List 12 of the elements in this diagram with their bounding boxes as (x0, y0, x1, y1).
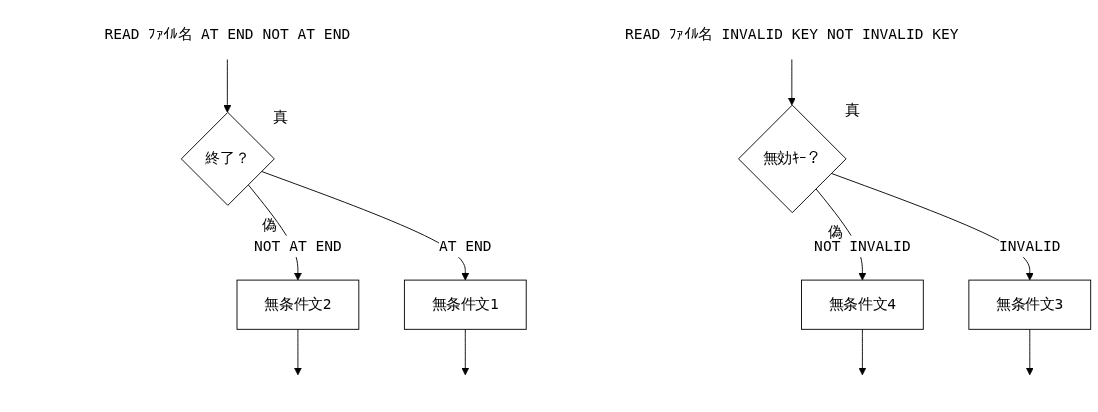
node-label: 真 (845, 100, 860, 118)
node-label: 真 (273, 107, 289, 126)
node-box: 無条件文1 (403, 279, 527, 330)
node-box: 無条件文2 (236, 279, 360, 330)
node-box: 無条件文3 (968, 279, 1092, 330)
edge-label: NOT AT END (254, 236, 342, 255)
node-text: READ ﾌｧｲﾙ名 AT END NOT AT END (104, 25, 351, 43)
node-label: 偽 (262, 215, 277, 233)
node-text: READ ﾌｧｲﾙ名 INVALID KEY NOT INVALID KEY (625, 25, 959, 43)
edge-label: INVALID (999, 236, 1061, 255)
edge-label: AT END (438, 236, 492, 255)
node-box: 無条件文4 (801, 279, 924, 330)
